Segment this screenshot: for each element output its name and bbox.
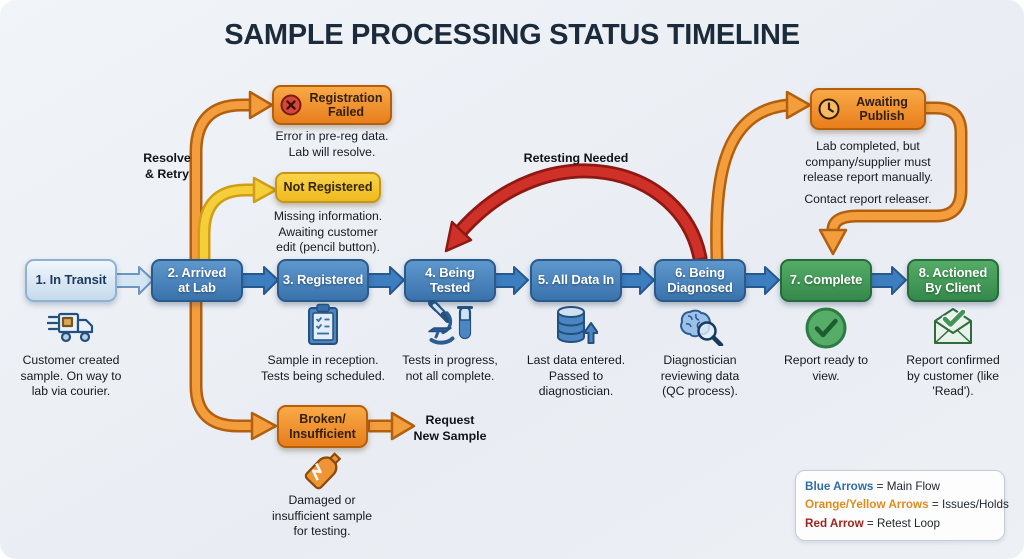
arrow-request-new-sample (363, 411, 416, 441)
awaiting-publish-note: Contact report releaser. (804, 192, 932, 206)
step-1-description: Customer created sample. On way to lab v… (20, 353, 122, 399)
step-8-actioned-by-client: 8. Actioned By Client (907, 259, 999, 302)
broken-insufficient-description: Damaged or insufficient sample for testi… (271, 493, 373, 539)
arrow-retest-loop (444, 163, 708, 266)
brain-magnifier-icon (676, 306, 724, 351)
arrow-publish-to-complete (818, 101, 968, 256)
clipboard-icon (306, 303, 340, 352)
step-6-being-diagnosed: 6. Being Diagnosed (654, 259, 746, 302)
step-3-registered: 3. Registered (277, 259, 369, 302)
request-new-sample-label: Request New Sample (413, 413, 487, 443)
awaiting-publish-box: Awaiting Publish (810, 88, 926, 130)
step-7-description: Report ready to view. (783, 353, 868, 383)
step-3-description: Sample in reception. Tests being schedul… (261, 353, 385, 383)
step-5-all-data-in: 5. All Data In (530, 259, 622, 302)
clock-icon (818, 98, 840, 120)
step-1-in-transit: 1. In Transit (25, 259, 117, 302)
step-7-complete: 7. Complete (780, 259, 872, 302)
not-registered-box: Not Registered (275, 172, 381, 203)
step-4-description: Tests in progress, not all complete. (402, 353, 498, 383)
database-icon (554, 303, 599, 352)
main-flow-arrows (115, 266, 907, 295)
resolve-retry-label: Resolve & Retry (143, 151, 191, 181)
check-circle-icon (804, 306, 848, 355)
registration-failed-description: Error in pre-reg data. Lab will resolve. (275, 129, 389, 159)
error-x-icon (280, 94, 302, 116)
delivery-truck-icon (45, 310, 95, 349)
step-4-being-tested: 4. Being Tested (404, 259, 496, 302)
step-8-description: Report confirmed by customer (like 'Read… (906, 353, 1000, 399)
legend-item-main-flow: Blue Arrows = Main Flow (805, 480, 940, 493)
arrow-resolve-registration-failed (189, 90, 274, 269)
arrow-not-registered (197, 176, 278, 269)
arrow-legend: Blue Arrows = Main Flow Orange/Yellow Ar… (795, 470, 1009, 542)
envelope-check-icon (930, 305, 976, 352)
registration-failed-box: Registration Failed (272, 85, 392, 125)
step-6-description: Diagnostician reviewing data (QC process… (660, 353, 740, 399)
legend-item-issues: Orange/Yellow Arrows = Issues/Holds (805, 498, 1009, 512)
broken-bottle-icon (297, 447, 347, 502)
arrow-broken-insufficient (189, 293, 278, 441)
awaiting-publish-description: Lab completed, but company/supplier must… (803, 139, 933, 185)
step-2-arrived-at-lab: 2. Arrived at Lab (151, 259, 243, 302)
broken-insufficient-box: Broken/​Insufficient (277, 405, 368, 448)
legend-item-retest: Red Arrow = Retest Loop (805, 516, 941, 530)
microscope-icon (424, 299, 474, 355)
arrow-awaiting-publish (710, 90, 812, 267)
not-registered-description: Missing information. Awaiting customer e… (273, 209, 383, 255)
retesting-needed-label: Retesting Needed (523, 151, 629, 165)
step-5-description: Last data entered. Passed to diagnostici… (526, 353, 626, 399)
page-title: SAMPLE PROCESSING STATUS TIMELINE (224, 19, 800, 51)
